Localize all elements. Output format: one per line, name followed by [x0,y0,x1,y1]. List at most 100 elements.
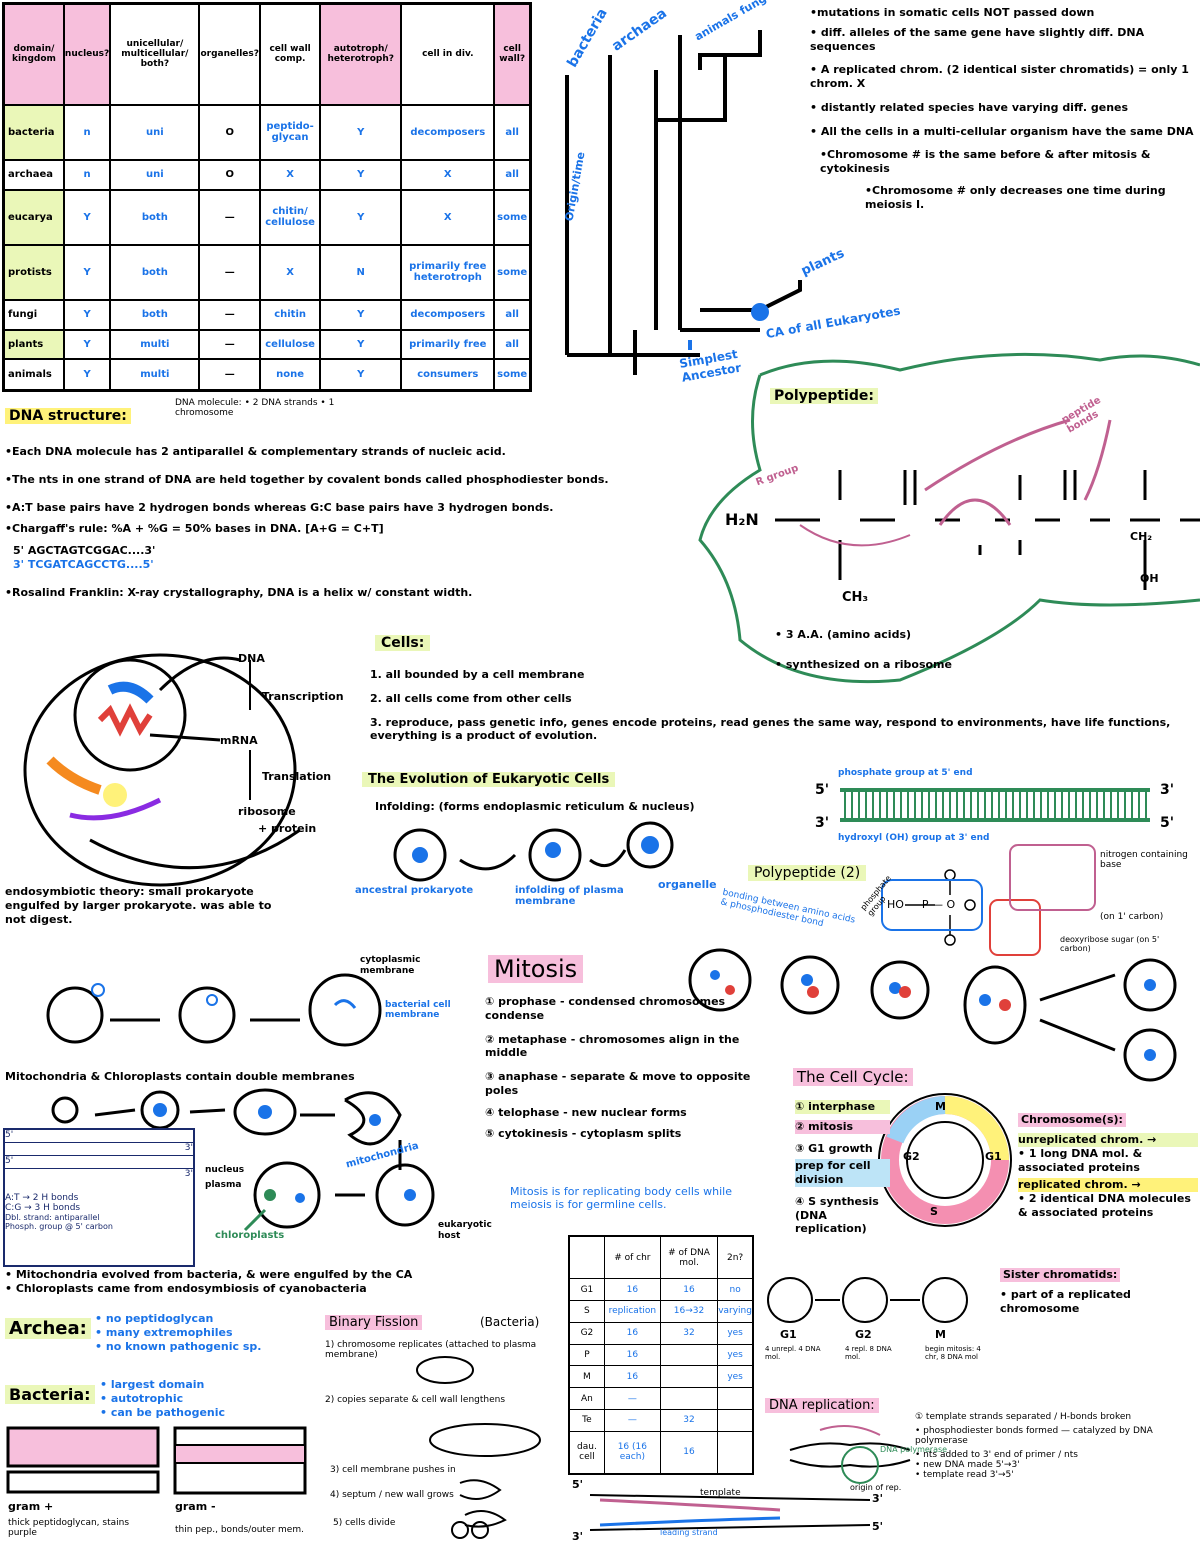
methyl-group: CH₃ [842,590,869,605]
dogma-label: Translation [262,770,332,783]
bullet: 5' AGCTAGTCGGAC....3' [13,544,156,557]
dogma-label: DNA [238,652,265,665]
table-cell: some [493,243,532,301]
polypeptide-structure [775,470,1200,590]
table-cell: 16 [603,1365,661,1389]
bacteria-title: Bacteria: [5,1385,95,1404]
table-cell: 16 [659,1430,719,1475]
table-cell: both [109,188,201,246]
table-row: Te—32 [568,1409,754,1432]
replication-notes: ① template strands separated / H-bonds b… [915,1412,1195,1480]
evolution-label: organelle [658,878,717,891]
table-cell: decomposers [400,298,496,331]
rep-label: origin of rep. [850,1483,902,1492]
rep-end: 3' [872,1492,884,1505]
list-item: ④ S synthesis (DNA replication) [795,1194,879,1236]
rep-end: 3' [572,1530,584,1543]
chromosome-title: Chromosome(s): [1018,1113,1126,1127]
dna-top-label: phosphate group at 5' end [838,768,973,778]
table-cell: 16 [603,1278,661,1301]
dna-side-note: DNA molecule: • 2 DNA strands • 1 chromo… [175,398,335,418]
list-item: ① prophase - condensed chromosomes conde… [485,995,726,1022]
evolution-label: ancestral prokaryote [355,885,474,896]
list-item: 3. reproduce, pass genetic info, genes e… [370,715,1171,743]
dna-end: 5' [815,782,830,798]
list-item: • many extremophiles [95,1325,233,1339]
table-cell: P [568,1343,605,1367]
dna-end: 5' [1160,815,1175,831]
rep-label: leading strand [660,1528,718,1537]
table-cell: Y [319,188,403,246]
stage-label: M [935,1328,946,1341]
box-line: 5' [5,1156,193,1169]
table-cell: — [198,188,261,246]
chromosome-notes: unreplicated chrom. → • 1 long DNA mol. … [1018,1133,1198,1220]
row-name: animals [2,358,65,392]
dogma-label: + protein [258,822,317,835]
row-name: fungi [2,298,65,331]
table-cell: 32 [659,1409,719,1432]
mito-label: plasma [205,1180,242,1190]
bullet: •Rosalind Franklin: X-ray crystallograph… [5,585,473,599]
note-line: • A replicated chrom. (2 identical siste… [810,63,1189,90]
box-line: A:T → 2 H bonds [5,1193,79,1203]
table-cell: 32 [659,1321,719,1345]
list-item: ④ telophase - new nuclear forms [485,1105,687,1119]
table-cell: 16→32 [659,1299,719,1323]
mitosis-title: Mitosis [488,955,584,983]
table-cell [659,1365,719,1389]
table-cell: decomposers [400,103,496,161]
table-cell: none [258,358,322,392]
note-line: • Chloroplasts came from endosymbiosis o… [5,1281,367,1295]
table-cell: O [198,158,261,191]
bullet: •Each DNA molecule has 2 antiparallel & … [5,445,506,458]
dna-structure-title: DNA structure: [5,408,131,424]
row-name: bacteria [2,103,65,161]
row-name: eucarya [2,188,65,246]
bullet: •The nts in one strand of DNA are held t… [5,472,609,486]
list-item: ⑤ cytokinesis - cytoplasm splits [485,1127,682,1141]
dna-bottom-label: hydroxyl (OH) group at 3' end [838,833,990,843]
bullet: •A:T base pairs have 2 hydrogen bonds wh… [5,500,554,514]
endo-label: bacterial cell membrane [385,1000,451,1020]
note-line: •Chromosome # is the same before & after… [820,148,1151,175]
table-cell: all [493,158,532,191]
table-cell: cellulose [258,328,322,361]
table-cell: Y [62,243,112,301]
table-cell: multi [109,328,201,361]
table-cell: M [568,1365,605,1389]
table-cell: N [319,243,403,301]
table-cell: — [198,358,261,392]
table-cell: X [400,188,496,246]
sister-title: Sister chromatids: [1000,1268,1121,1282]
fission-step: 1) chromosome replicates (attached to pl… [325,1340,537,1360]
table-cell [717,1430,754,1475]
dna-end: 3' [815,815,830,831]
table-cell: — [603,1387,661,1411]
list-item: ③ G1 growth [795,1141,873,1155]
table-cell: Y [62,298,112,331]
gram-positive-text: thick peptidoglycan, stains purple [8,1518,130,1538]
note-line: unreplicated chrom. → [1018,1133,1198,1147]
dna-summary-box: 5' 3' 5' 3' A:T → 2 H bonds C:G → 3 H bo… [3,1128,195,1267]
row-name: protists [2,243,65,301]
table-cell: An [568,1387,605,1411]
mito-label: chloroplasts [215,1230,285,1241]
table-cell: varying [717,1299,754,1323]
list-item: ③ anaphase - separate & move to opposite… [485,1070,751,1097]
table-cell: — [198,298,261,331]
list-item: • autotrophic [100,1391,184,1405]
note-line: • 1 long DNA mol. & associated proteins [1018,1146,1143,1174]
polypeptide-note: • 3 A.A. (amino acids) [775,628,912,641]
evolution-label: infolding of plasma membrane [515,885,624,907]
table-cell: X [258,243,322,301]
table-cell [717,1409,754,1432]
table-cell: — [198,328,261,361]
